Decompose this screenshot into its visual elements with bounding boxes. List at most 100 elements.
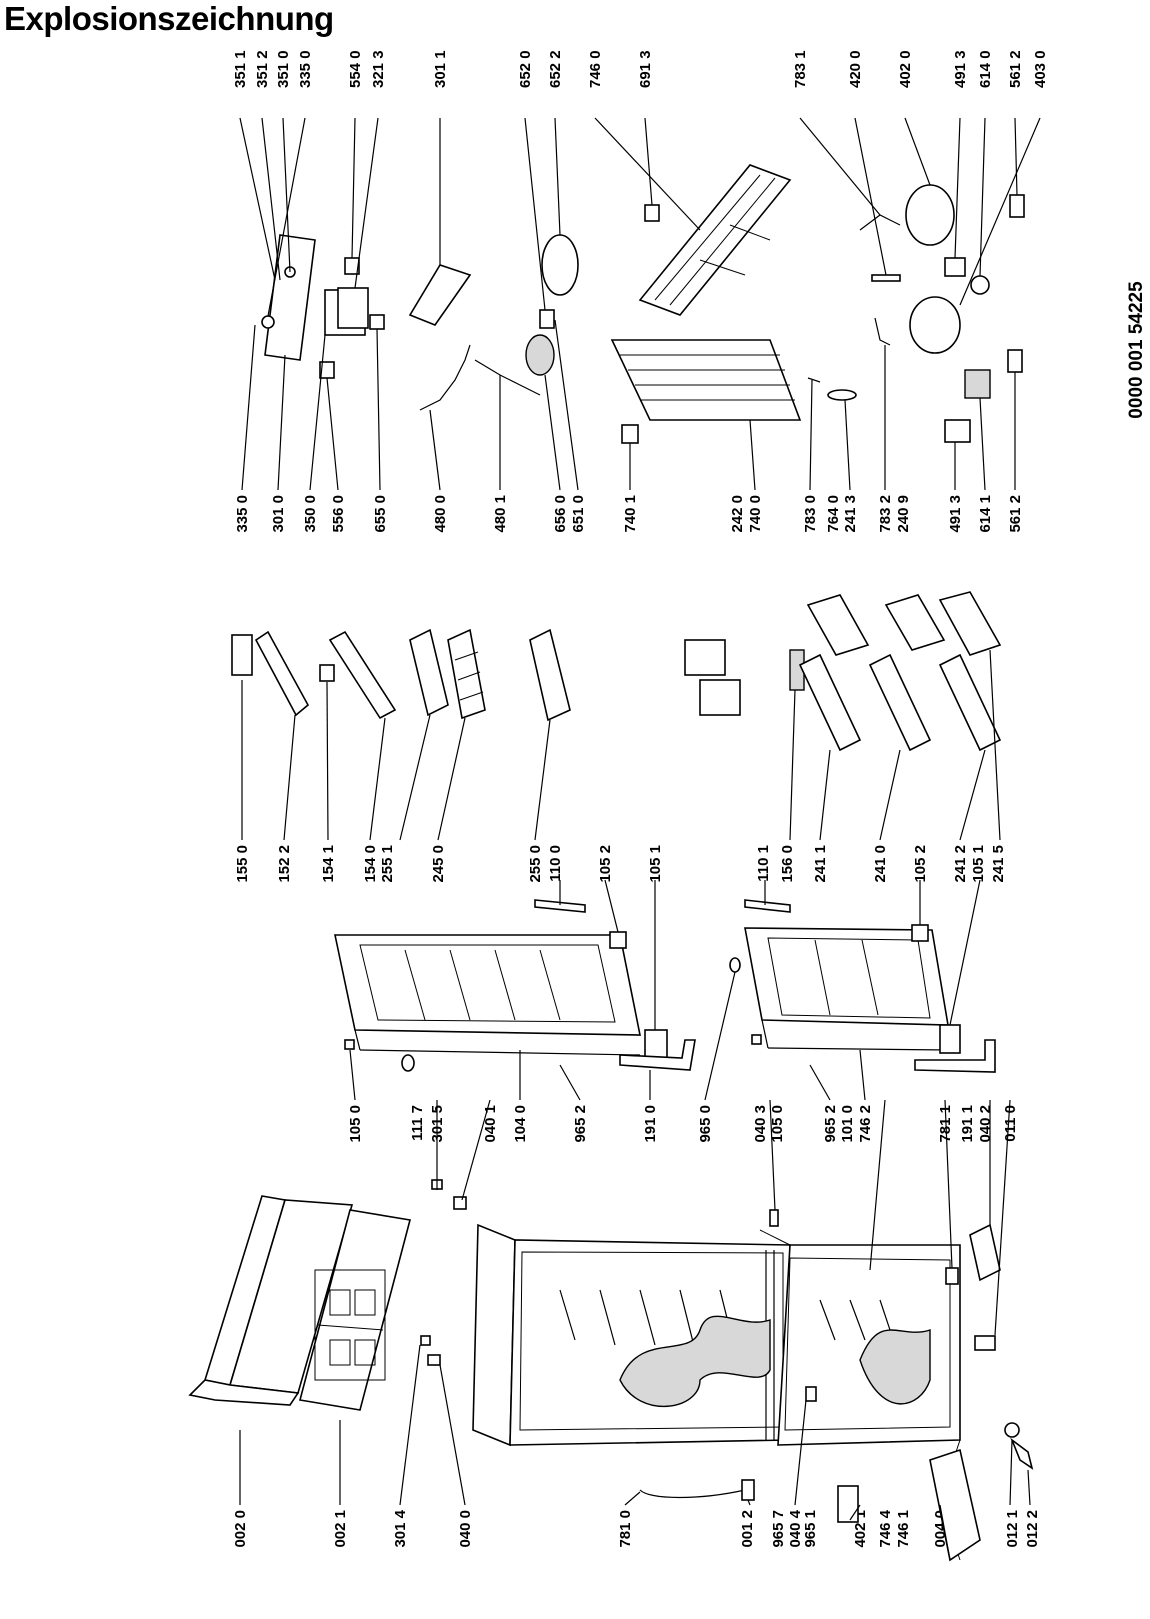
part-040-4 <box>805 1386 817 1402</box>
part-label: 554 0 <box>347 50 364 88</box>
part-label: 420 0 <box>847 50 864 88</box>
ice-tray-242-0-b <box>699 679 741 716</box>
freezer-door-101-0 <box>744 927 949 1051</box>
part-label: 783 0 <box>802 495 819 533</box>
part-label: 240 9 <box>895 495 912 533</box>
page-title: Explosionszeichnung <box>4 0 334 37</box>
part-label: 040 0 <box>457 1510 474 1548</box>
part-label: 351 2 <box>254 50 271 88</box>
part-label: 110 0 <box>547 845 564 882</box>
drawer-241-0 <box>868 653 932 752</box>
part-label: 241 2 <box>952 845 969 883</box>
part-label: 011 0 <box>1002 1105 1019 1142</box>
drawer-front-240-9 <box>884 594 946 651</box>
doors <box>334 899 996 1073</box>
part-label: 335 0 <box>297 50 314 88</box>
part-label: 656 0 <box>552 495 569 533</box>
part-label: 652 2 <box>547 50 564 88</box>
part-label: 301 4 <box>392 1509 409 1547</box>
plug-965-0 <box>729 957 741 973</box>
part-label: 965 7 <box>770 1510 787 1548</box>
foot-001-2 <box>741 1479 755 1501</box>
tube-783-1 <box>859 214 901 231</box>
hinge-pin-105-0-freezer <box>751 1034 762 1045</box>
part-label: 321 3 <box>370 50 387 88</box>
door-shelf-152-2 <box>254 630 310 717</box>
part-label: 255 1 <box>379 845 396 883</box>
part-label: 040 3 <box>752 1105 769 1143</box>
knob-335-0 <box>261 315 275 329</box>
accessories <box>231 591 1002 752</box>
part-105-2-top <box>609 931 627 949</box>
part-label: 652 0 <box>517 50 534 88</box>
part-label: 155 0 <box>234 845 251 883</box>
part-label: 614 0 <box>977 50 994 88</box>
part-label: 351 1 <box>232 50 249 88</box>
part-label: 561 2 <box>1007 50 1024 88</box>
heater-420-0 <box>871 274 901 282</box>
part-label: 154 0 <box>362 845 379 883</box>
compressor-403-0 <box>909 296 961 354</box>
part-label: 614 1 <box>977 495 994 533</box>
part-label: 556 0 <box>330 495 347 533</box>
part-label: 241 0 <box>872 845 889 883</box>
part-label: 783 2 <box>877 495 894 533</box>
wiring-480-1 <box>474 359 541 396</box>
cover-154-1 <box>319 664 335 682</box>
part-label: 965 0 <box>697 1105 714 1143</box>
starter-614-0 <box>970 275 990 295</box>
part-label: 746 2 <box>857 1105 874 1143</box>
part-label: 301 0 <box>270 495 287 533</box>
glass-shelf-255-0 <box>529 628 571 722</box>
part-040-1 <box>453 1196 467 1210</box>
part-label: 746 1 <box>895 1510 912 1548</box>
part-label: 241 3 <box>842 495 859 533</box>
hinge-040-2 <box>969 1223 1001 1282</box>
part-label: 403 0 <box>1032 50 1049 88</box>
part-label: 152 2 <box>276 845 293 883</box>
part-label: 491 3 <box>947 495 964 533</box>
part-label: 111 7 <box>409 1105 426 1141</box>
part-label: 655 0 <box>372 495 389 533</box>
hinge-pin-105-0 <box>344 1039 355 1050</box>
part-label: 764 0 <box>825 495 842 533</box>
part-label: 245 0 <box>430 845 447 883</box>
evaporator-740-0 <box>610 339 802 421</box>
part-label: 691 3 <box>637 50 654 88</box>
top-cover-002-0 <box>188 1195 354 1406</box>
bracket-561-2-bottom <box>1007 349 1023 373</box>
part-label: 105 0 <box>769 1105 786 1143</box>
part-label: 746 4 <box>877 1509 894 1547</box>
part-label: 110 1 <box>755 845 772 882</box>
part-301-4 <box>420 1335 431 1346</box>
part-label: 781 0 <box>617 1510 634 1548</box>
plate-301-1 <box>408 264 472 326</box>
part-label: 191 1 <box>959 1105 976 1143</box>
part-label: 105 1 <box>970 845 987 883</box>
tube-783-2 <box>874 317 891 346</box>
tube-781-0 <box>639 1489 746 1499</box>
part-105-2-bottom <box>911 924 929 942</box>
cabinet-body <box>472 1223 961 1561</box>
part-label: 783 1 <box>792 50 809 88</box>
ice-tray-242-0-a <box>684 639 726 676</box>
socket-651-0 <box>539 309 555 329</box>
part-label: 040 1 <box>482 1105 499 1143</box>
compressor-402-0 <box>905 184 955 246</box>
gasket-191-0 <box>619 1039 696 1071</box>
gasket-191-1 <box>914 1039 996 1073</box>
bracket-321-3 <box>337 287 369 329</box>
door-shelf-154-0 <box>328 630 397 720</box>
bracket-740-1 <box>621 424 639 444</box>
drawer-241-1 <box>798 653 862 752</box>
part-label: 965 1 <box>802 1510 819 1548</box>
part-label: 105 1 <box>647 845 664 883</box>
part-label: 301 1 <box>432 50 449 88</box>
part-label: 105 2 <box>597 845 614 883</box>
wiring-480-0 <box>419 344 471 411</box>
part-label: 746 0 <box>587 50 604 88</box>
